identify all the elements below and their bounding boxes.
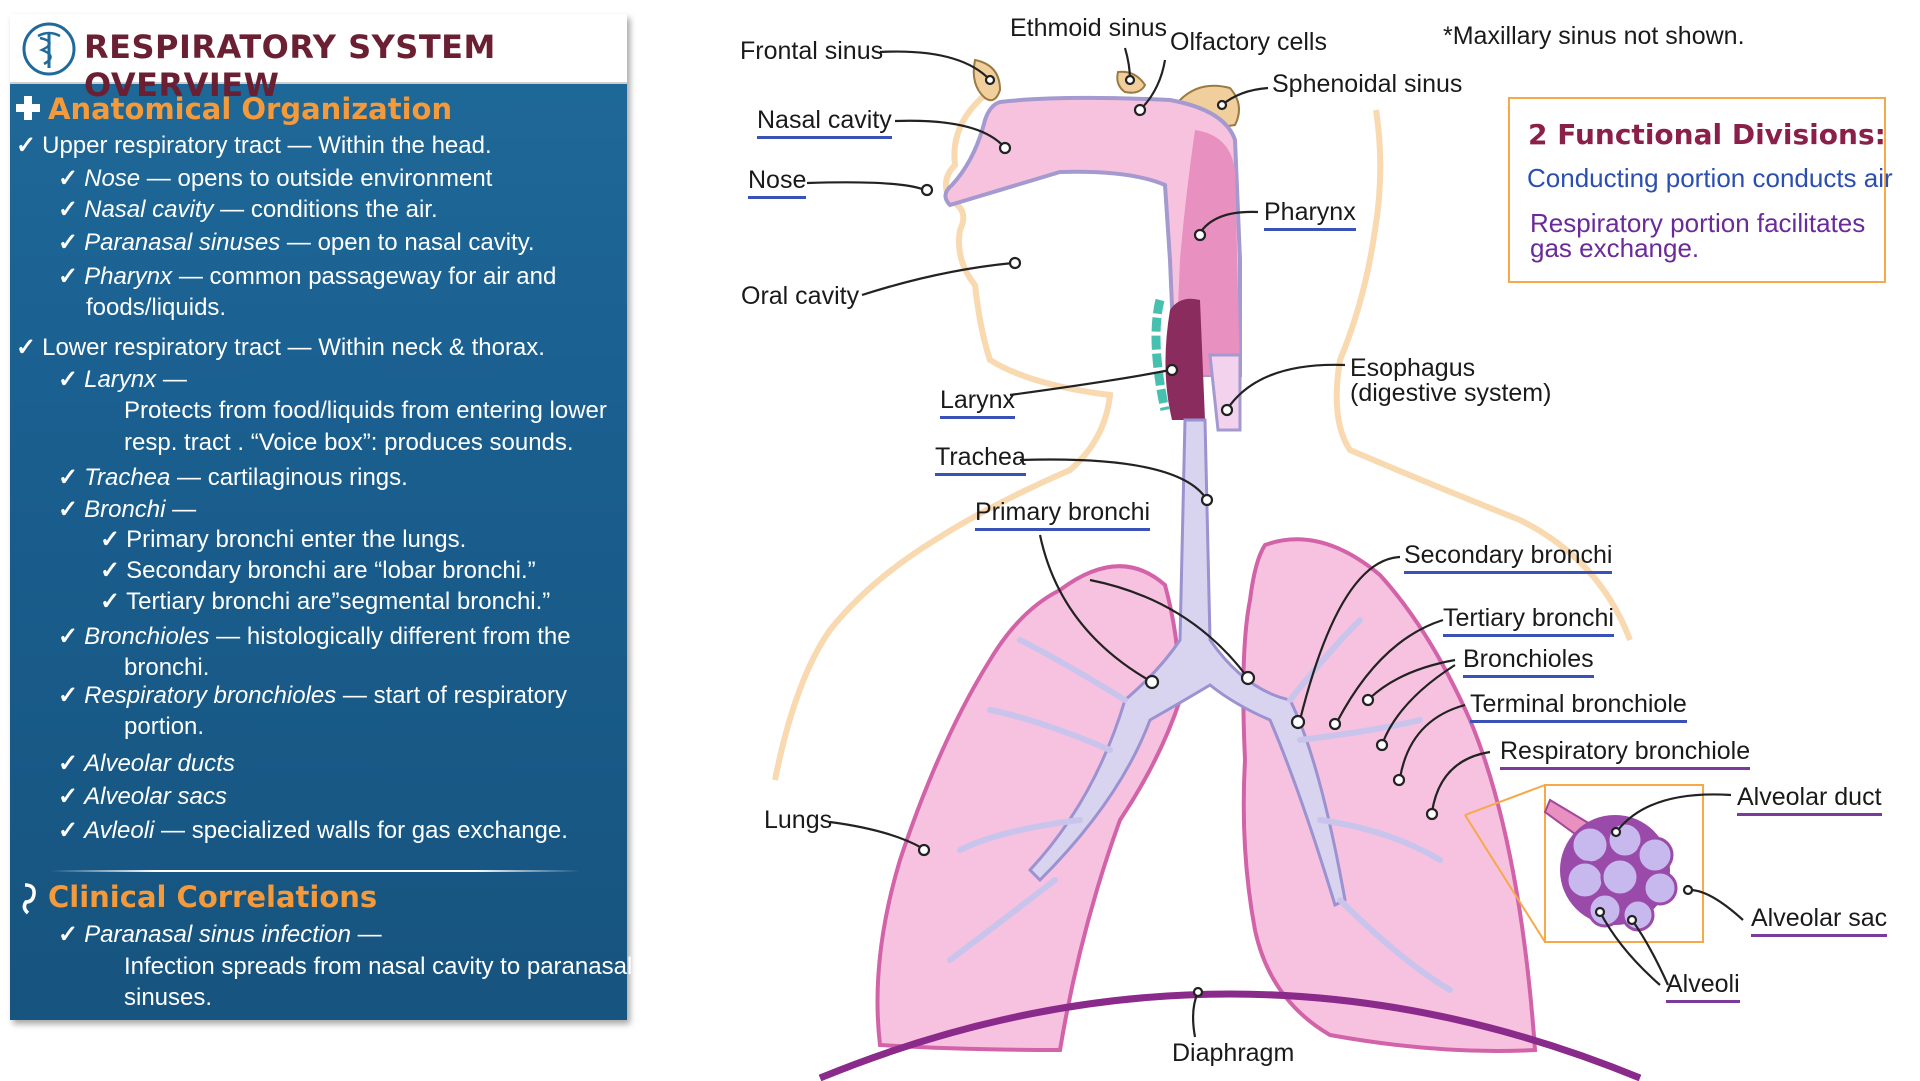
label-pharynx: Pharynx <box>1264 198 1356 231</box>
esophagus-shape <box>1208 353 1242 432</box>
label-tertiary-bronchi: Tertiary bronchi <box>1443 604 1614 637</box>
conducting-portion-text: Conducting portion conducts air <box>1527 163 1893 193</box>
label-secondary-bronchi: Secondary bronchi <box>1404 541 1613 574</box>
list-item: ✓Bronchi — <box>58 496 197 523</box>
label-alveolar-duct: Alveolar duct <box>1737 783 1882 816</box>
maxillary-note: *Maxillary sinus not shown. <box>1443 22 1745 50</box>
plus-icon <box>16 96 40 120</box>
label-nasal-cavity: Nasal cavity <box>757 106 892 139</box>
list-item: ✓Respiratory bronchioles — start of resp… <box>58 682 567 709</box>
list-item: ✓Upper respiratory tract — Within the he… <box>16 132 492 159</box>
label-oral-cavity: Oral cavity <box>741 282 860 310</box>
functional-divisions-box <box>1508 97 1886 283</box>
stethoscope-icon <box>22 883 36 915</box>
list-item: ✓Secondary bronchi are “lobar bronchi.” <box>100 557 536 584</box>
page-title: RESPIRATORY SYSTEM OVERVIEW <box>84 28 496 104</box>
label-terminal-bronchiole: Terminal bronchiole <box>1470 690 1687 723</box>
label-esophagus-note: (digestive system) <box>1350 379 1552 407</box>
leader-lines <box>806 47 1744 1038</box>
list-item: ✓Primary bronchi enter the lungs. <box>100 526 467 553</box>
alveolar-sac-cluster <box>1560 815 1678 932</box>
section-divider <box>50 870 580 872</box>
list-item: ✓Larynx — <box>58 366 187 393</box>
left-lung-shape <box>875 564 1183 1053</box>
list-item-continuation: portion. <box>124 713 205 740</box>
list-item: ✓Pharynx — common passageway for air and <box>58 263 557 290</box>
label-diaphragm: Diaphragm <box>1172 1039 1295 1067</box>
list-item: ✓Nasal cavity — conditions the air. <box>58 196 438 223</box>
label-larynx: Larynx <box>940 386 1016 419</box>
list-item-continuation: Protects from food/liquids from entering… <box>124 397 607 424</box>
label-olfactory-cells: Olfactory cells <box>1170 28 1327 56</box>
caduceus-logo-icon <box>22 22 76 76</box>
list-item: ✓Bronchioles — histologically different … <box>58 623 571 650</box>
label-respiratory-bronchiole: Respiratory bronchiole <box>1500 737 1751 770</box>
list-item: ✓Avleoli — specialized walls for gas exc… <box>58 817 568 844</box>
thyroid-cartilage-shape <box>1151 298 1170 411</box>
list-item: ✓Nose — opens to outside environment <box>58 165 493 192</box>
inset-connector <box>1464 784 1546 943</box>
list-item-continuation: Infection spreads from nasal cavity to p… <box>124 953 633 980</box>
list-item: ✓Tertiary bronchi are”segmental bronchi.… <box>100 588 551 615</box>
label-bronchioles: Bronchioles <box>1463 645 1594 678</box>
nasal-cavity-shape <box>943 95 1242 377</box>
label-frontal-sinus: Frontal sinus <box>740 37 884 65</box>
label-sphenoidal-sinus: Sphenoidal sinus <box>1272 70 1463 98</box>
label-ethmoid-sinus: Ethmoid sinus <box>1010 14 1168 42</box>
overview-panel: RESPIRATORY SYSTEM OVERVIEW Anatomical O… <box>10 14 632 1020</box>
label-alveoli: Alveoli <box>1666 970 1740 1003</box>
list-item-continuation: bronchi. <box>124 654 210 681</box>
list-item: ✓Trachea — cartilaginous rings. <box>58 464 408 491</box>
list-item: ✓Lower respiratory tract — Within neck &… <box>16 334 545 361</box>
diaphragm-shape <box>818 990 1642 1081</box>
list-item: ✓Alveolar ducts <box>58 750 235 777</box>
list-item: ✓Paranasal sinuses — open to nasal cavit… <box>58 229 535 256</box>
label-nose: Nose <box>748 166 807 199</box>
list-item: ✓Paranasal sinus infection — <box>58 921 382 948</box>
bronchi-branches <box>947 617 1453 993</box>
panel-header: RESPIRATORY SYSTEM OVERVIEW <box>10 14 627 104</box>
respiratory-portion-text: Respiratory portion facilitates <box>1530 208 1866 238</box>
larynx-shape <box>1165 298 1205 420</box>
label-lungs: Lungs <box>764 806 833 834</box>
functional-divisions-title: 2 Functional Divisions: <box>1528 118 1886 151</box>
label-alveolar-sac: Alveolar sac <box>1751 904 1888 937</box>
list-item-continuation: sinuses. <box>124 984 213 1011</box>
anatomical-section-title: Anatomical Organization <box>48 92 453 126</box>
list-item-continuation: resp. tract . “Voice box”: produces soun… <box>124 429 574 456</box>
respiratory-portion-text-2: gas exchange. <box>1530 233 1700 263</box>
label-esophagus: Esophagus <box>1350 354 1476 382</box>
neck-outline <box>1333 109 1633 642</box>
label-trachea: Trachea <box>935 443 1026 476</box>
label-primary-bronchi: Primary bronchi <box>975 498 1151 531</box>
clinical-section-title: Clinical Correlations <box>48 880 378 914</box>
list-item: ✓Alveolar sacs <box>58 783 227 810</box>
list-item-continuation: foods/liquids. <box>86 294 227 321</box>
